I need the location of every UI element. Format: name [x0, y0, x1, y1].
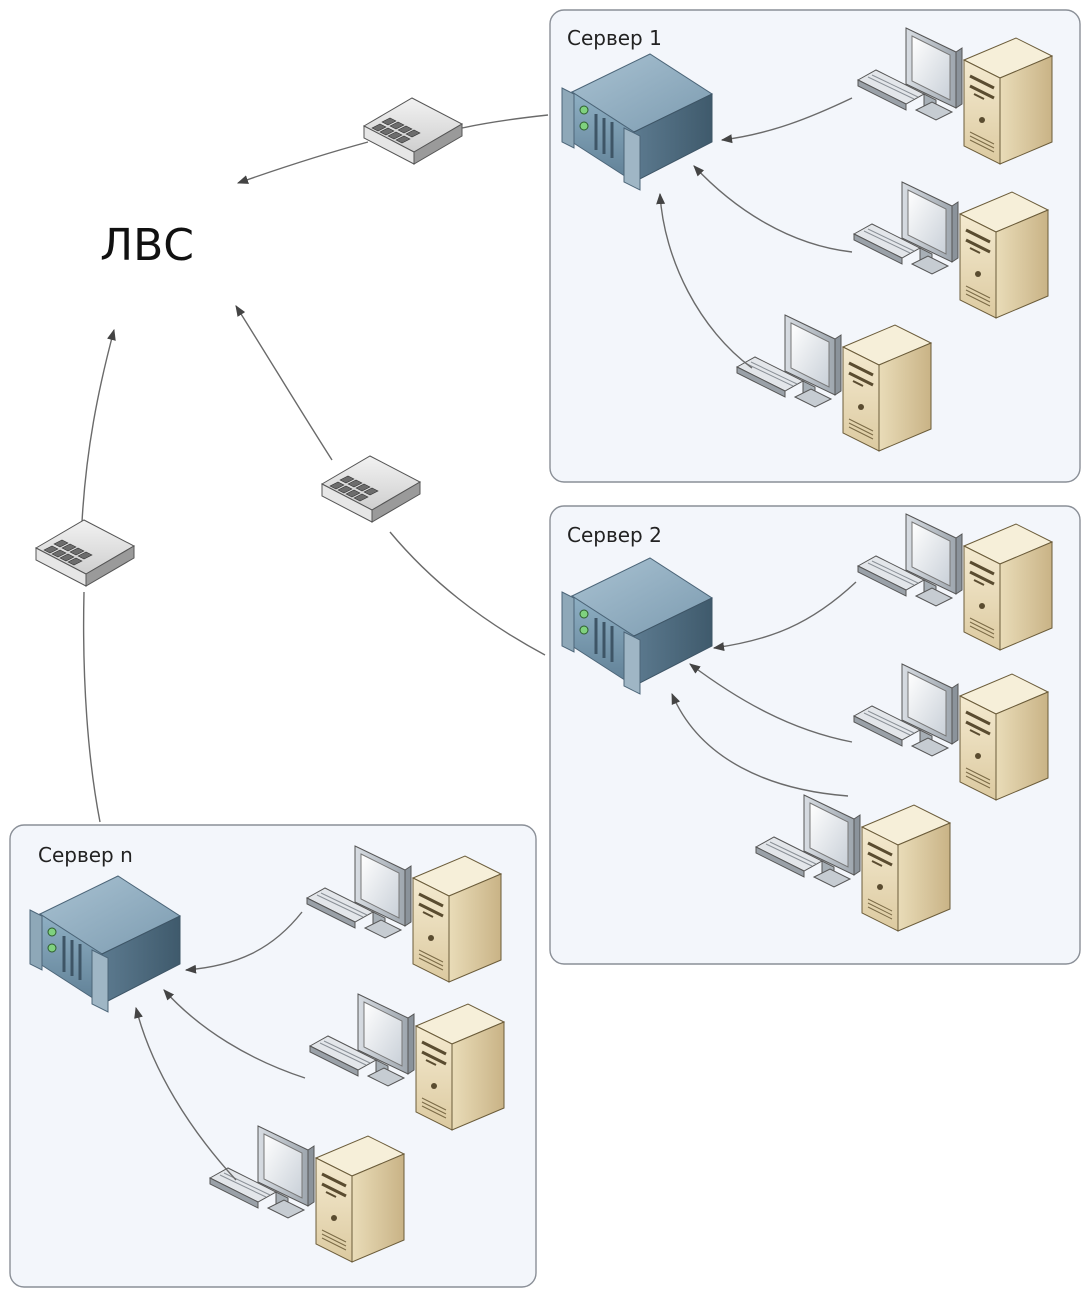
- link-pc-to-server: [656, 192, 753, 369]
- link-switch-n-to-lan: [81, 328, 116, 523]
- network-switch-icon: [363, 97, 463, 165]
- group-label-server-1: Сервер 1: [567, 26, 662, 50]
- link-pc-to-server: [184, 911, 303, 974]
- link-pc-to-server: [712, 581, 857, 652]
- link-pc-to-server: [693, 165, 853, 253]
- link-pc-to-server: [163, 989, 306, 1079]
- network-switch-icon: [35, 519, 135, 587]
- link-pc-to-server: [720, 97, 853, 144]
- network-switch-icon: [321, 455, 421, 523]
- link-switch-2-to-lan: [235, 305, 333, 461]
- link-server-2-to-switch: [389, 531, 546, 656]
- lan-label: ЛВС: [100, 220, 194, 271]
- link-pc-to-server: [134, 1006, 237, 1181]
- link-server-1-to-switch: [461, 114, 549, 129]
- link-pc-to-server: [671, 692, 849, 797]
- group-label-server-2: Сервер 2: [567, 523, 662, 547]
- group-label-server-n: Сервер n: [38, 843, 133, 867]
- link-pc-to-server: [689, 663, 853, 743]
- link-server-n-to-switch: [82, 591, 101, 823]
- link-switch-1-to-lan: [236, 141, 369, 184]
